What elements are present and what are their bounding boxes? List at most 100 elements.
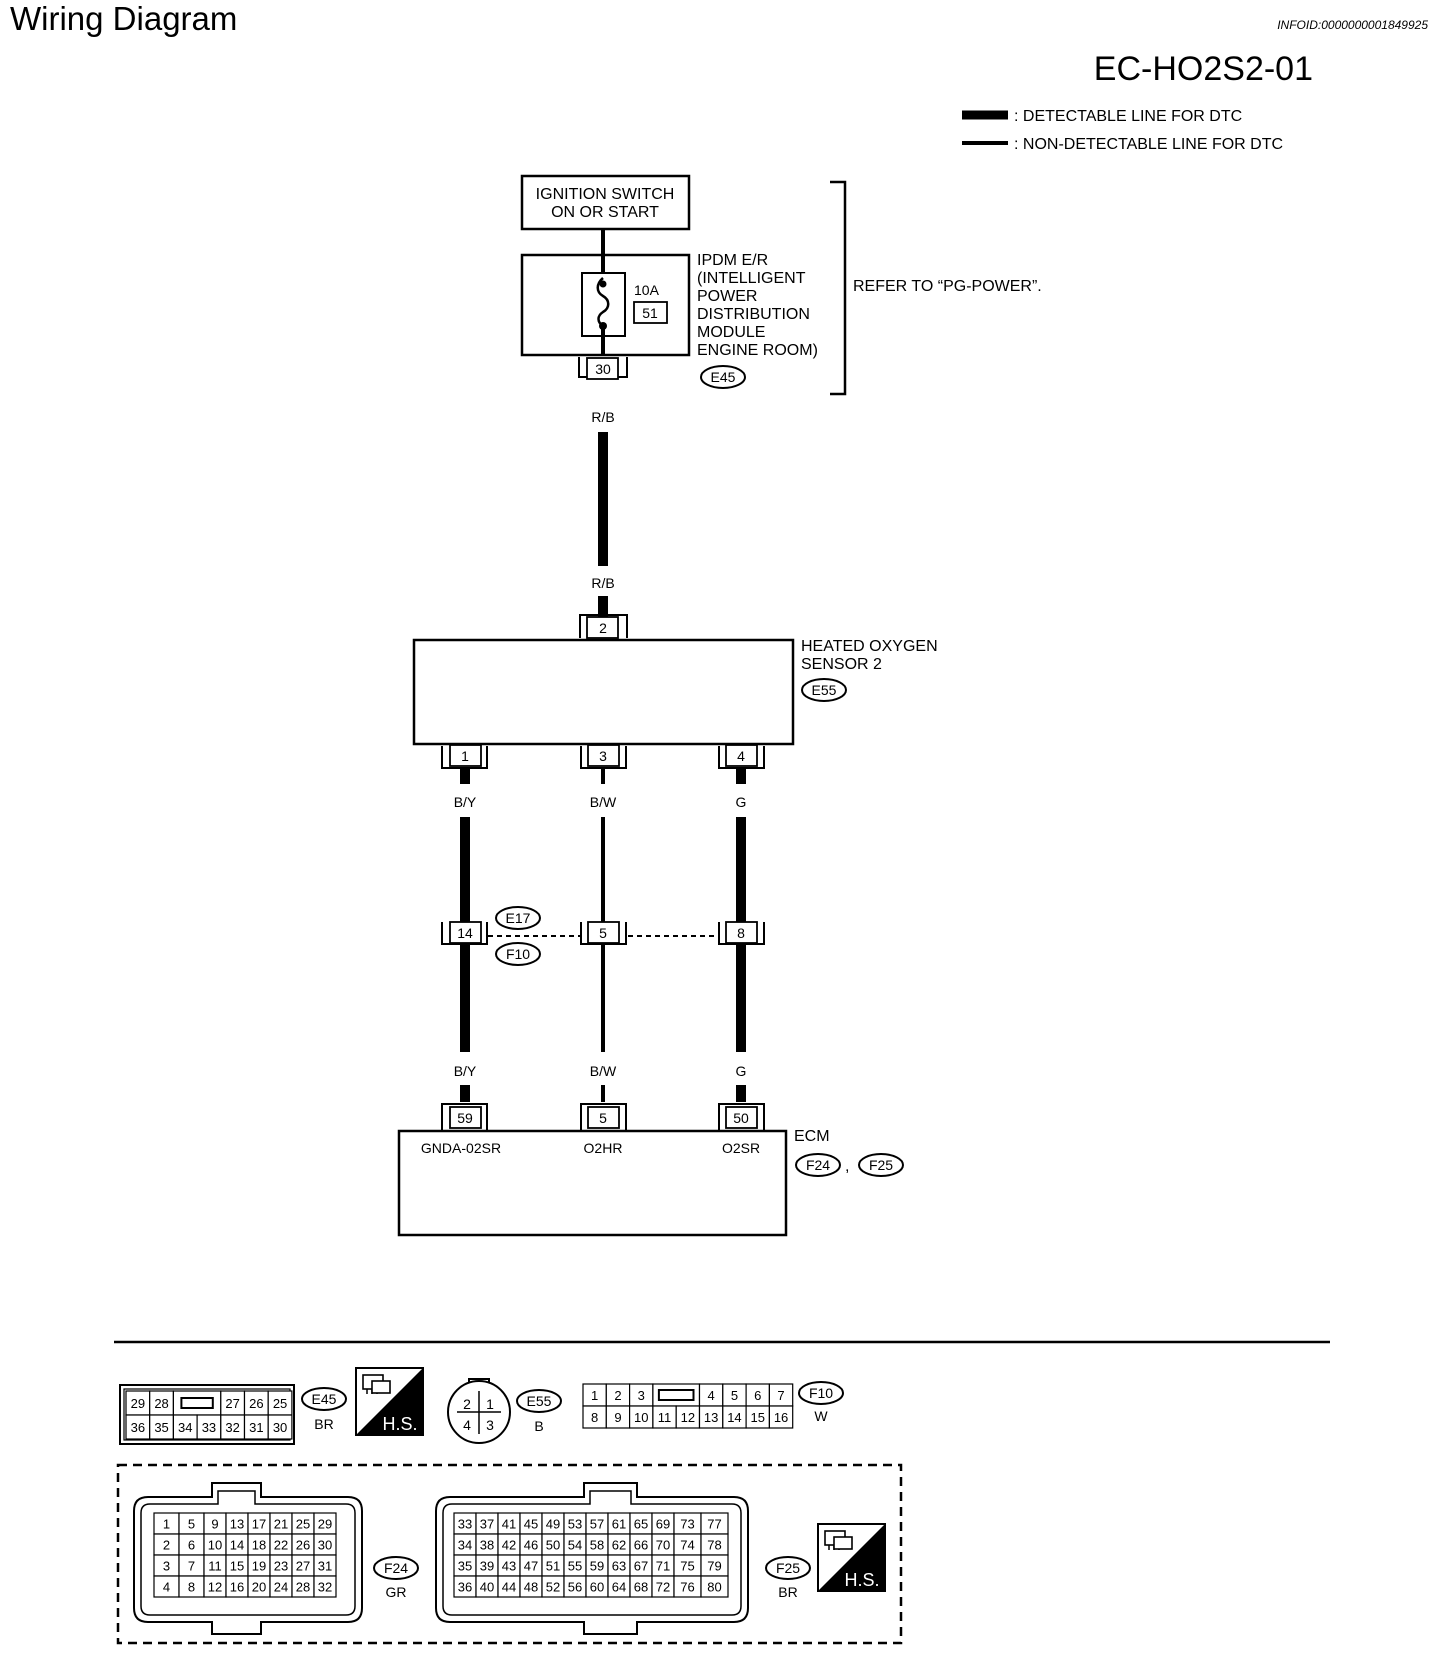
connector-f24-face-badge	[373, 1556, 419, 1580]
f10-pin-10: 10	[634, 1410, 648, 1425]
f25-pin-65: 65	[634, 1517, 648, 1532]
connector-e55-face-id: E55	[527, 1393, 552, 1409]
ipdm-label-5: MODULE	[697, 324, 765, 341]
sensor-pin-3-number: 3	[599, 748, 607, 764]
e45-pin-36: 36	[131, 1420, 145, 1435]
sensor-pin-1: 1	[441, 744, 488, 769]
f25-pin-49: 49	[546, 1517, 560, 1532]
f25-pin-36: 36	[458, 1580, 472, 1595]
e45-pin-32: 32	[225, 1420, 239, 1435]
legend-non-detectable-text: : NON-DETECTABLE LINE FOR DTC	[1014, 136, 1283, 153]
ecm	[397, 1129, 788, 1237]
connector-e55-face-badge	[516, 1389, 562, 1413]
ecm-connectors-frame	[116, 1463, 903, 1645]
f25-pin-38: 38	[480, 1538, 494, 1553]
ecm-label: ECM	[794, 1128, 830, 1145]
refer-note: REFER TO “PG-POWER”.	[853, 278, 1042, 295]
f24-pin-30: 30	[318, 1538, 332, 1553]
f25-pin-47: 47	[524, 1559, 538, 1574]
ipdm-label-4: DISTRIBUTION	[697, 306, 810, 323]
connector-f24-id: F24	[806, 1157, 830, 1173]
fuse-top-dot	[599, 280, 607, 288]
connector-f25-id: F25	[869, 1157, 893, 1173]
ecm-signal-o2hr: O2HR	[584, 1140, 623, 1156]
ecm-pin-59-number: 59	[457, 1110, 473, 1126]
f24-pin-21: 21	[274, 1517, 288, 1532]
hs-label-2: H.S.	[844, 1570, 879, 1590]
e55-pin-2: 2	[463, 1396, 471, 1412]
f25-pin-76: 76	[680, 1580, 694, 1595]
f24-pin-15: 15	[230, 1559, 244, 1574]
ecm-pin-5: 5	[580, 1103, 627, 1130]
f24-pin-13: 13	[230, 1517, 244, 1532]
f10-pin-14: 14	[727, 1410, 741, 1425]
f24-pin-19: 19	[252, 1559, 266, 1574]
f25-pin-51: 51	[546, 1559, 560, 1574]
connector-f24-color: GR	[386, 1584, 407, 1600]
connector-e55-id: E55	[812, 682, 837, 698]
e45-pin-29: 29	[131, 1396, 145, 1411]
wire-rb-bottom-label: R/B	[591, 575, 614, 591]
connector-e55-color: B	[534, 1418, 543, 1434]
f25-pin-42: 42	[502, 1538, 516, 1553]
f25-pin-53: 53	[568, 1517, 582, 1532]
heated-oxygen-sensor-2	[412, 638, 795, 746]
ecm-signal-gnda: GNDA-02SR	[421, 1140, 501, 1156]
f25-pin-74: 74	[680, 1538, 694, 1553]
f24-pin-11: 11	[208, 1559, 222, 1574]
e45-pin-30-cell	[267, 1414, 293, 1440]
wire-rb-top-label: R/B	[591, 409, 614, 425]
f10-pin-3: 3	[638, 1388, 645, 1403]
f25-pin-34: 34	[458, 1538, 472, 1553]
f24-pin-28: 28	[296, 1580, 310, 1595]
ipdm-label-1: IPDM E/R	[697, 252, 768, 269]
sensor-label-2: SENSOR 2	[801, 656, 882, 673]
f25-pin-71: 71	[656, 1559, 670, 1574]
f24-pin-7: 7	[188, 1559, 195, 1574]
f24-pin-24: 24	[274, 1580, 288, 1595]
ipdm-label-3: POWER	[697, 288, 757, 305]
sensor-pin-4-number: 4	[737, 748, 745, 764]
joint-pin-8: 8	[718, 921, 765, 945]
f24-pin-32: 32	[318, 1580, 332, 1595]
f25-pin-57: 57	[590, 1517, 604, 1532]
ecm-pin-50: 50	[718, 1103, 765, 1130]
connector-f10-color: W	[814, 1408, 828, 1424]
connector-e17-badge	[495, 906, 541, 930]
f25-pin-77: 77	[707, 1517, 721, 1532]
connector-f25-face-id: F25	[776, 1560, 800, 1576]
f24-pin-10: 10	[208, 1538, 222, 1553]
wire-bw-lower-label: B/W	[590, 1063, 617, 1079]
legend-detectable-text: : DETECTABLE LINE FOR DTC	[1014, 108, 1242, 125]
f25-pin-44: 44	[502, 1580, 516, 1595]
f24-pin-31: 31	[318, 1559, 332, 1574]
connector-e45-badge	[700, 365, 746, 389]
harness-side-symbol-2: H.S.	[817, 1523, 886, 1592]
e45-pin-28: 28	[154, 1396, 168, 1411]
f25-pin-35: 35	[458, 1559, 472, 1574]
f24-pin-20: 20	[252, 1580, 266, 1595]
f25-pin-75: 75	[680, 1559, 694, 1574]
e45-pin-31: 31	[249, 1420, 263, 1435]
fuse-rating: 10A	[634, 282, 660, 298]
wire-g-upper-label: G	[736, 794, 747, 810]
f24-pin-14: 14	[230, 1538, 244, 1553]
f25-pin-58: 58	[590, 1538, 604, 1553]
f25-pin-80: 80	[707, 1580, 721, 1595]
f25-pin-63: 63	[612, 1559, 626, 1574]
f10-pin-8: 8	[591, 1410, 598, 1425]
e55-pin-1: 1	[486, 1396, 494, 1412]
ecm-pin-5-number: 5	[599, 1110, 607, 1126]
fuse-number: 51	[642, 305, 658, 321]
f25-pin-40: 40	[480, 1580, 494, 1595]
f10-pin-11: 11	[658, 1410, 672, 1425]
sensor-pin-4: 4	[718, 744, 765, 769]
connector-e17-id: E17	[506, 910, 531, 926]
connector-e45-id: E45	[711, 369, 736, 385]
page-title: Wiring Diagram	[10, 0, 237, 37]
connector-e45-face-id: E45	[312, 1391, 337, 1407]
sensor-pin-2-number: 2	[599, 620, 607, 636]
